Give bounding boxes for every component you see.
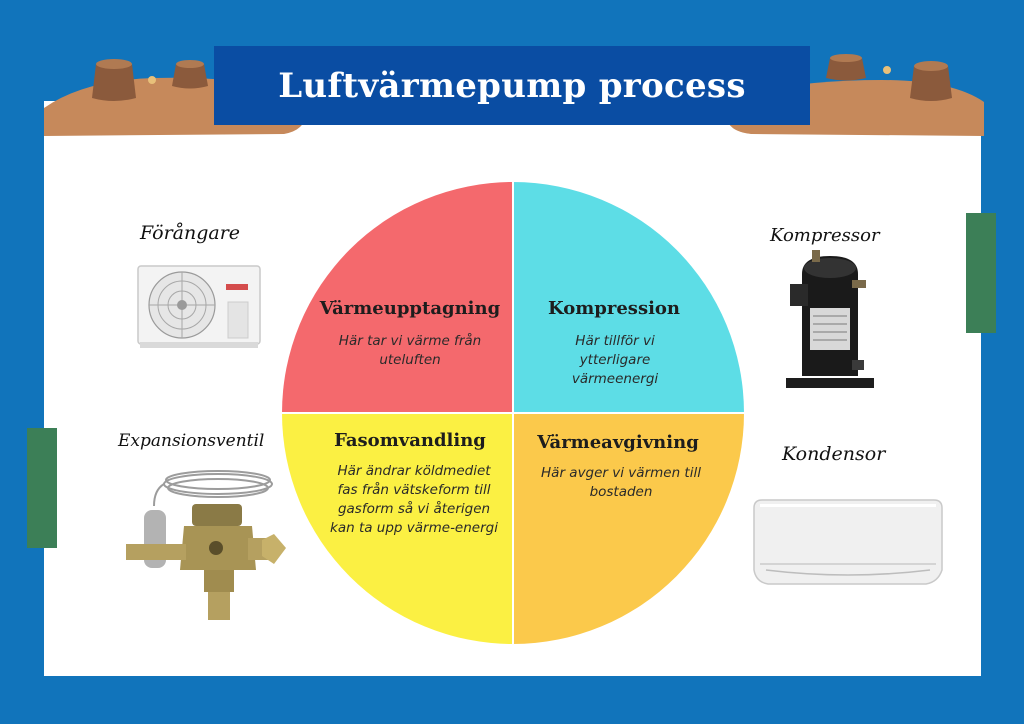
quadrant-bottom-right (513, 413, 744, 644)
quadrant-title-compression: Kompression (547, 298, 681, 319)
quadrant-desc-heat-release: Här avger vi värmen till bostaden (541, 465, 701, 500)
compressor-icon (786, 250, 874, 388)
quadrant-title-heat-absorption: Värmeupptagning (319, 298, 501, 319)
quadrant-top-left (282, 182, 513, 413)
label-expansion-valve: Expansionsventil (118, 431, 265, 451)
page-title: Luftvärmepump process (278, 65, 746, 106)
label-condenser: Kondensor (782, 443, 886, 465)
quadrant-bottom-left (282, 413, 513, 644)
tree-stump-icon (826, 54, 866, 81)
quadrant-title-phase-change: Fasomvandling (334, 430, 486, 451)
process-wheel (282, 182, 744, 644)
tree-stump-icon (172, 60, 208, 89)
tape-strip-right (966, 213, 996, 333)
tree-stump-icon (910, 61, 952, 101)
label-evaporator: Förångare (140, 222, 241, 244)
tape-strip-left (27, 428, 57, 548)
quadrant-desc-phase-change: Här ändrar köldmediet fas från vätskefor… (330, 463, 498, 536)
label-compressor: Kompressor (770, 225, 880, 246)
quadrant-desc-compression: Här tillför vi ytterligare värmeenergi (571, 333, 659, 387)
tree-stump-icon (92, 59, 136, 101)
title-banner: Luftvärmepump process (214, 46, 810, 125)
indoor-unit-icon (753, 499, 943, 585)
quadrant-title-heat-release: Värmeavgivning (537, 432, 699, 453)
quadrant-top-right (513, 182, 744, 413)
expansion-valve-icon (126, 470, 286, 620)
quadrant-desc-heat-absorption: Här tar vi värme från uteluften (338, 333, 482, 368)
outdoor-unit-icon (137, 265, 261, 348)
